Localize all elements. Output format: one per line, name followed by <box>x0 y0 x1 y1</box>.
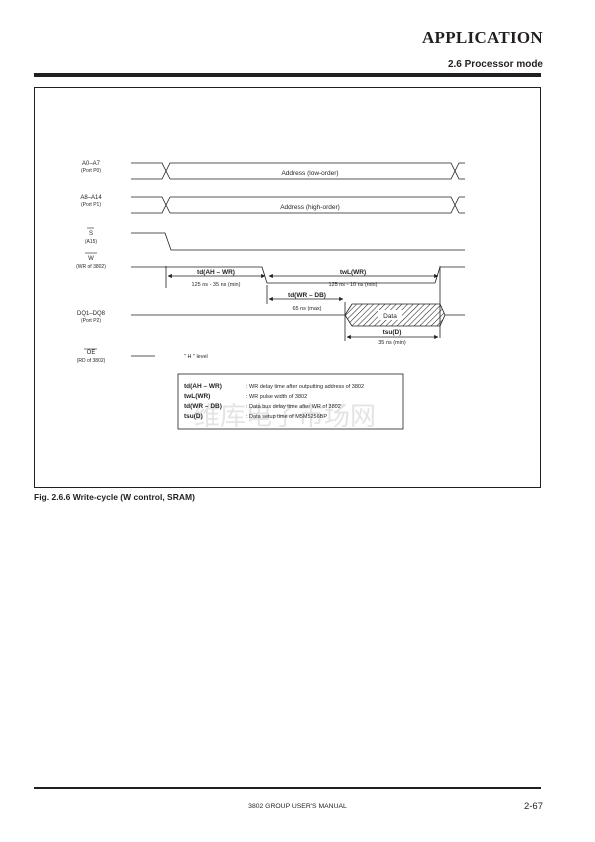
svg-text:65 ns (max): 65 ns (max) <box>292 306 321 312</box>
legend-box: td(AH – WR) : WR delay time after output… <box>177 373 404 430</box>
svg-text:A0–A7: A0–A7 <box>82 161 101 167</box>
svg-text:tsu(D): tsu(D) <box>383 329 402 336</box>
legend-row: td(WR – DB) : Data bus delay time after … <box>184 403 341 410</box>
twl-wr-label: twL(WR) 125 ns - 10 ns (min) <box>329 269 378 288</box>
data-valid-block: Data <box>344 303 446 327</box>
svg-text:(RD of 3802): (RD of 3802) <box>77 358 106 364</box>
svg-text:(Port P2): (Port P2) <box>81 318 101 324</box>
svg-text:125 ns - 10 ns (min): 125 ns - 10 ns (min) <box>329 282 378 288</box>
w-waveform <box>131 266 465 284</box>
svg-text:35 ns (min): 35 ns (min) <box>378 340 406 346</box>
signal-label-dq: DQ1–DQ8 (Port P2) <box>77 311 106 324</box>
svg-text:: WR delay time after outputti: : WR delay time after outputting address… <box>246 384 364 390</box>
svg-text:(Port P1): (Port P1) <box>81 202 101 208</box>
address-high-label: Address (high-order) <box>280 204 340 211</box>
legend-row: tsu(D) : Data setup time of M5M5256BP <box>184 413 327 420</box>
legend-row: td(AH – WR) : WR delay time after output… <box>184 383 364 390</box>
s-waveform <box>131 232 465 251</box>
svg-text:: Data setup time of M5M5256BP: : Data setup time of M5M5256BP <box>246 414 327 420</box>
page-number: 2-67 <box>523 801 543 812</box>
svg-text:twL(WR): twL(WR) <box>340 269 366 276</box>
td-ah-wr-label: td(AH – WR) 125 ns - 35 ns (min) <box>192 269 241 288</box>
svg-text:td(AH – WR): td(AH – WR) <box>184 383 222 390</box>
svg-text:Data: Data <box>383 313 397 320</box>
svg-text:125 ns - 35 ns (min): 125 ns - 35 ns (min) <box>192 282 241 288</box>
section-title: APPLICATION <box>421 28 543 47</box>
svg-text:: WR pulse width of 3802: : WR pulse width of 3802 <box>246 394 307 400</box>
address-low-label: Address (low-order) <box>281 170 338 177</box>
watermark: 维库电子市场网 <box>194 401 376 431</box>
svg-text:W: W <box>88 256 94 262</box>
oe-level-note: " H " level <box>184 354 208 360</box>
signal-label-w: W (WR of 3802) <box>76 252 106 270</box>
footer-manual-title: 3802 GROUP USER'S MANUAL <box>248 803 347 810</box>
svg-text:(Port P0): (Port P0) <box>81 168 101 174</box>
legend-row: twL(WR) : WR pulse width of 3802 <box>184 393 307 400</box>
signal-label-oe: OE (RD of 3802) <box>77 348 106 364</box>
figure-frame: A0–A7 (Port P0) A8–A14 (Port P1) S (A15)… <box>34 87 541 488</box>
timing-diagram: A0–A7 (Port P0) A8–A14 (Port P1) S (A15)… <box>76 161 465 431</box>
svg-text:DQ1–DQ8: DQ1–DQ8 <box>77 311 106 317</box>
figure-caption: Fig. 2.6.6 Write-cycle (W control, SRAM) <box>34 492 195 502</box>
svg-text:(WR of 3802): (WR of 3802) <box>76 264 106 270</box>
address-low-waveform <box>131 162 465 180</box>
svg-text:: Data bus delay time after WR: : Data bus delay time after WR of 3802 <box>246 404 341 410</box>
svg-text:S: S <box>89 231 93 237</box>
svg-text:tsu(D): tsu(D) <box>184 413 203 420</box>
tsu-d-label: tsu(D) 35 ns (min) <box>378 329 406 346</box>
svg-text:(A15): (A15) <box>85 239 98 245</box>
svg-text:td(WR – DB): td(WR – DB) <box>184 403 222 410</box>
svg-text:OE: OE <box>87 350 96 356</box>
header-rule <box>34 73 541 77</box>
footer-rule <box>34 787 541 789</box>
signal-label-s: S (A15) <box>85 227 98 245</box>
address-high-waveform <box>131 196 465 214</box>
section-subtitle: 2.6 Processor mode <box>447 59 543 70</box>
svg-text:td(AH – WR): td(AH – WR) <box>197 269 235 276</box>
td-wr-db-label: td(WR – DB) 65 ns (max) <box>288 292 326 312</box>
svg-text:td(WR – DB): td(WR – DB) <box>288 292 326 299</box>
svg-text:A8–A14: A8–A14 <box>80 195 102 201</box>
signal-label-a8-a14: A8–A14 (Port P1) <box>80 195 102 208</box>
signal-label-a0-a7: A0–A7 (Port P0) <box>81 161 101 174</box>
svg-text:twL(WR): twL(WR) <box>184 393 210 400</box>
